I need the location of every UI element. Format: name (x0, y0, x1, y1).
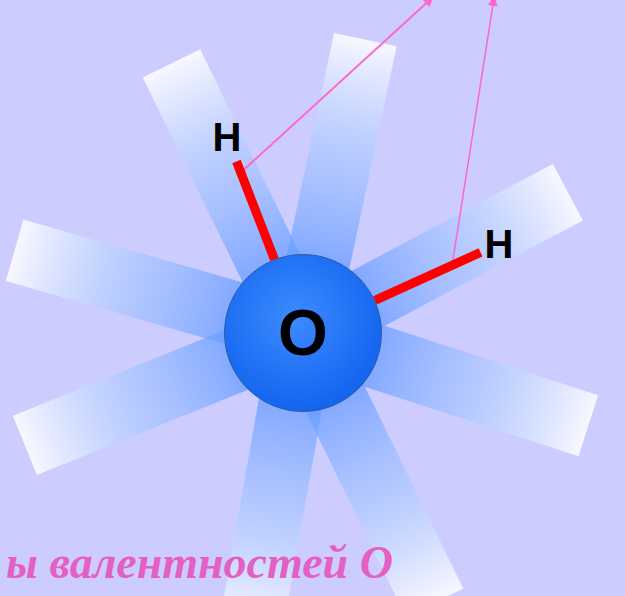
covalent-bond (375, 252, 481, 300)
covalent-bond (236, 162, 274, 260)
caption-fragment: ы валентностей О (6, 536, 393, 589)
atom-symbol: H (485, 222, 514, 267)
atom-symbol: H (213, 115, 242, 160)
hydrogen-atom: H (209, 113, 246, 162)
vector-arrow (237, 0, 432, 176)
oxygen-atom: O (224, 254, 382, 412)
hydrogen-atom: H (481, 220, 518, 269)
atom-symbol: O (278, 296, 328, 370)
